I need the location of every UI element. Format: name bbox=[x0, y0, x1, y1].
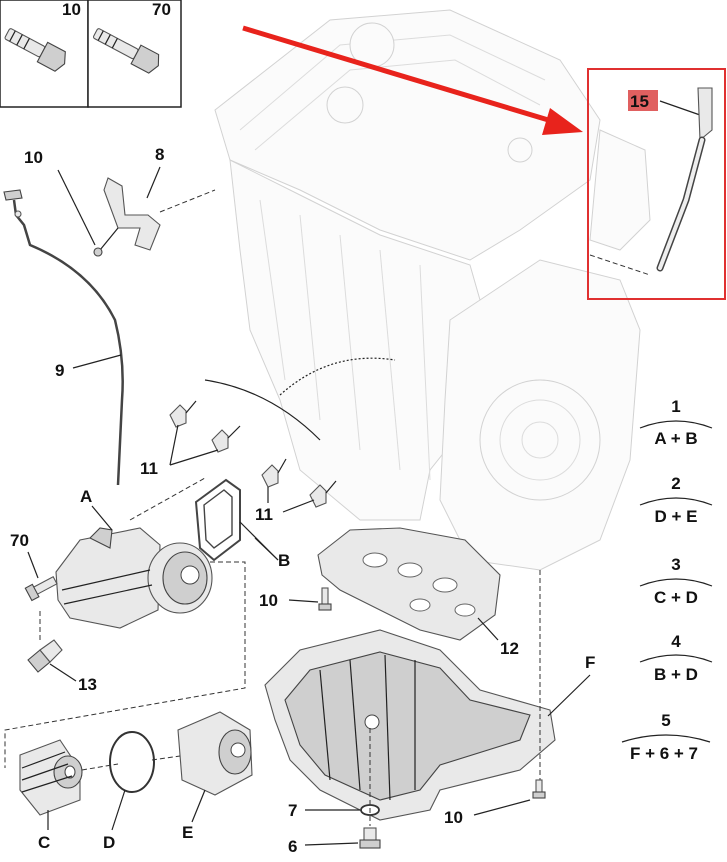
kit-1: 1 A + B bbox=[639, 397, 713, 448]
part-11-clips bbox=[169, 400, 337, 508]
callout-A: A bbox=[80, 487, 92, 506]
engine-block bbox=[214, 9, 651, 571]
red-arrow bbox=[242, 25, 583, 135]
kit-5-number: 5 bbox=[661, 711, 670, 730]
part-13-sensor bbox=[27, 639, 63, 673]
kit-4-number: 4 bbox=[671, 632, 681, 651]
part-6-drain-plug bbox=[359, 827, 381, 849]
callout-10-top: 10 bbox=[24, 148, 43, 167]
callout-6: 6 bbox=[288, 837, 297, 856]
callout-10-bottom: 10 bbox=[444, 808, 463, 827]
callout-C: C bbox=[38, 833, 50, 852]
part-70-bolt bbox=[24, 575, 58, 602]
dipstick-tube bbox=[656, 87, 713, 272]
callout-13: 13 bbox=[78, 675, 97, 694]
part-A-oil-filter-housing bbox=[55, 527, 213, 629]
bolt-box-left: 10 bbox=[0, 0, 89, 108]
callout-D: D bbox=[103, 833, 115, 852]
kit-4: 4 B + D bbox=[639, 632, 713, 684]
part-B-gaskets bbox=[194, 478, 241, 562]
callout-8: 8 bbox=[155, 145, 164, 164]
callout-F: F bbox=[585, 653, 595, 672]
callout-9: 9 bbox=[55, 361, 64, 380]
kits-legend: 1 A + B 2 D + E 3 C + D 4 B + D 5 F + 6 … bbox=[621, 397, 713, 763]
kit-5-contents: F + 6 + 7 bbox=[630, 744, 698, 763]
part-12-baffle bbox=[317, 527, 501, 641]
kit-2-number: 2 bbox=[671, 474, 680, 493]
part-E-filter-cap bbox=[177, 711, 253, 796]
kit-3: 3 C + D bbox=[639, 555, 713, 607]
callout-B: B bbox=[278, 551, 290, 570]
part-F-oil-sump bbox=[264, 629, 556, 821]
kit-1-number: 1 bbox=[671, 397, 680, 416]
dashed-leader-group bbox=[4, 561, 246, 768]
callout-15: 15 bbox=[630, 92, 649, 111]
part-10-bolt-mid bbox=[318, 587, 332, 611]
kit-4-contents: B + D bbox=[654, 665, 698, 684]
kit-3-contents: C + D bbox=[654, 588, 698, 607]
callout-E: E bbox=[182, 823, 193, 842]
part-9-dipstick bbox=[3, 189, 124, 486]
callout-11-a: 11 bbox=[140, 459, 158, 478]
callout-7: 7 bbox=[288, 801, 297, 820]
highlight-box-part-15: 15 bbox=[587, 68, 726, 300]
kit-2-contents: D + E bbox=[655, 507, 698, 526]
part-10-bolt-bottom bbox=[532, 779, 546, 799]
cutaway-curve bbox=[204, 379, 321, 441]
part-8-bracket bbox=[93, 177, 161, 257]
kit-5: 5 F + 6 + 7 bbox=[621, 711, 711, 763]
bolt-box-right-label: 70 bbox=[152, 0, 171, 19]
part-C-filter-element bbox=[19, 739, 83, 816]
callout-70: 70 bbox=[10, 531, 29, 550]
kit-1-contents: A + B bbox=[654, 429, 697, 448]
kit-2: 2 D + E bbox=[639, 474, 713, 526]
bolt-box-right: 70 bbox=[87, 0, 182, 108]
bolt-box-left-label: 10 bbox=[62, 0, 81, 19]
callout-10-mid: 10 bbox=[259, 591, 278, 610]
callout-11-b: 11 bbox=[255, 505, 273, 524]
kit-3-number: 3 bbox=[671, 555, 680, 574]
part-D-oring bbox=[109, 731, 155, 793]
callout-12: 12 bbox=[500, 639, 519, 658]
